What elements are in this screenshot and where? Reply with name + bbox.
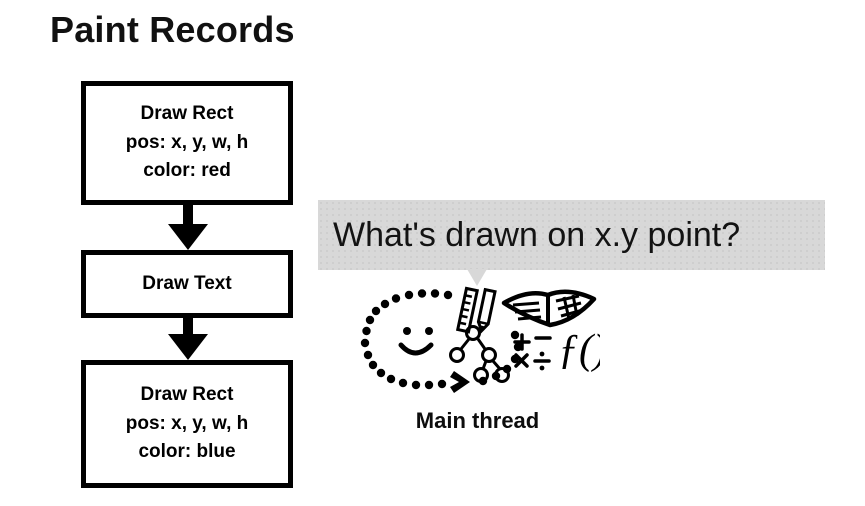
loop-arrowhead-icon [450,371,470,393]
pencil-icon [476,287,497,334]
main-thread-label: Main thread [415,408,540,433]
question-callout: What's drawn on x.y point? [318,200,825,270]
paint-record-line: color: red [143,160,231,182]
arrow-stem [183,318,193,335]
function-notation-icon: ƒ() [558,327,600,373]
paint-record-line: Draw Rect [140,383,234,405]
svg-text:ƒ(): ƒ() [558,327,600,373]
callout-tail-icon [467,269,487,286]
flow-arrow-down-icon [168,318,208,360]
main-thread-illustration: ƒ() [355,283,600,403]
open-book-icon [501,289,597,328]
arrow-head [168,224,208,250]
flow-arrow-down-icon [168,205,208,250]
paint-record-box: Draw Rect pos: x, y, w, h color: red [81,81,293,205]
paint-record-box: Draw Text [81,250,293,318]
paint-record-line: pos: x, y, w, h [125,412,249,434]
smiley-face-icon [398,327,434,356]
question-text: What's drawn on x.y point? [333,216,741,254]
math-operators-icon [513,333,552,371]
paint-record-line: color: blue [138,441,236,463]
ruler-icon [455,286,480,334]
arrow-stem [183,205,193,225]
arrow-head [168,334,208,360]
tree-graph-icon [449,325,510,383]
paint-record-box: Draw Rect pos: x, y, w, h color: blue [81,360,293,488]
paint-record-line: Draw Text [142,272,232,294]
paint-record-line: pos: x, y, w, h [125,131,249,153]
page-title: Paint Records [50,9,295,50]
dotted-loop-icon [360,289,523,390]
paint-record-line: Draw Rect [140,102,234,124]
